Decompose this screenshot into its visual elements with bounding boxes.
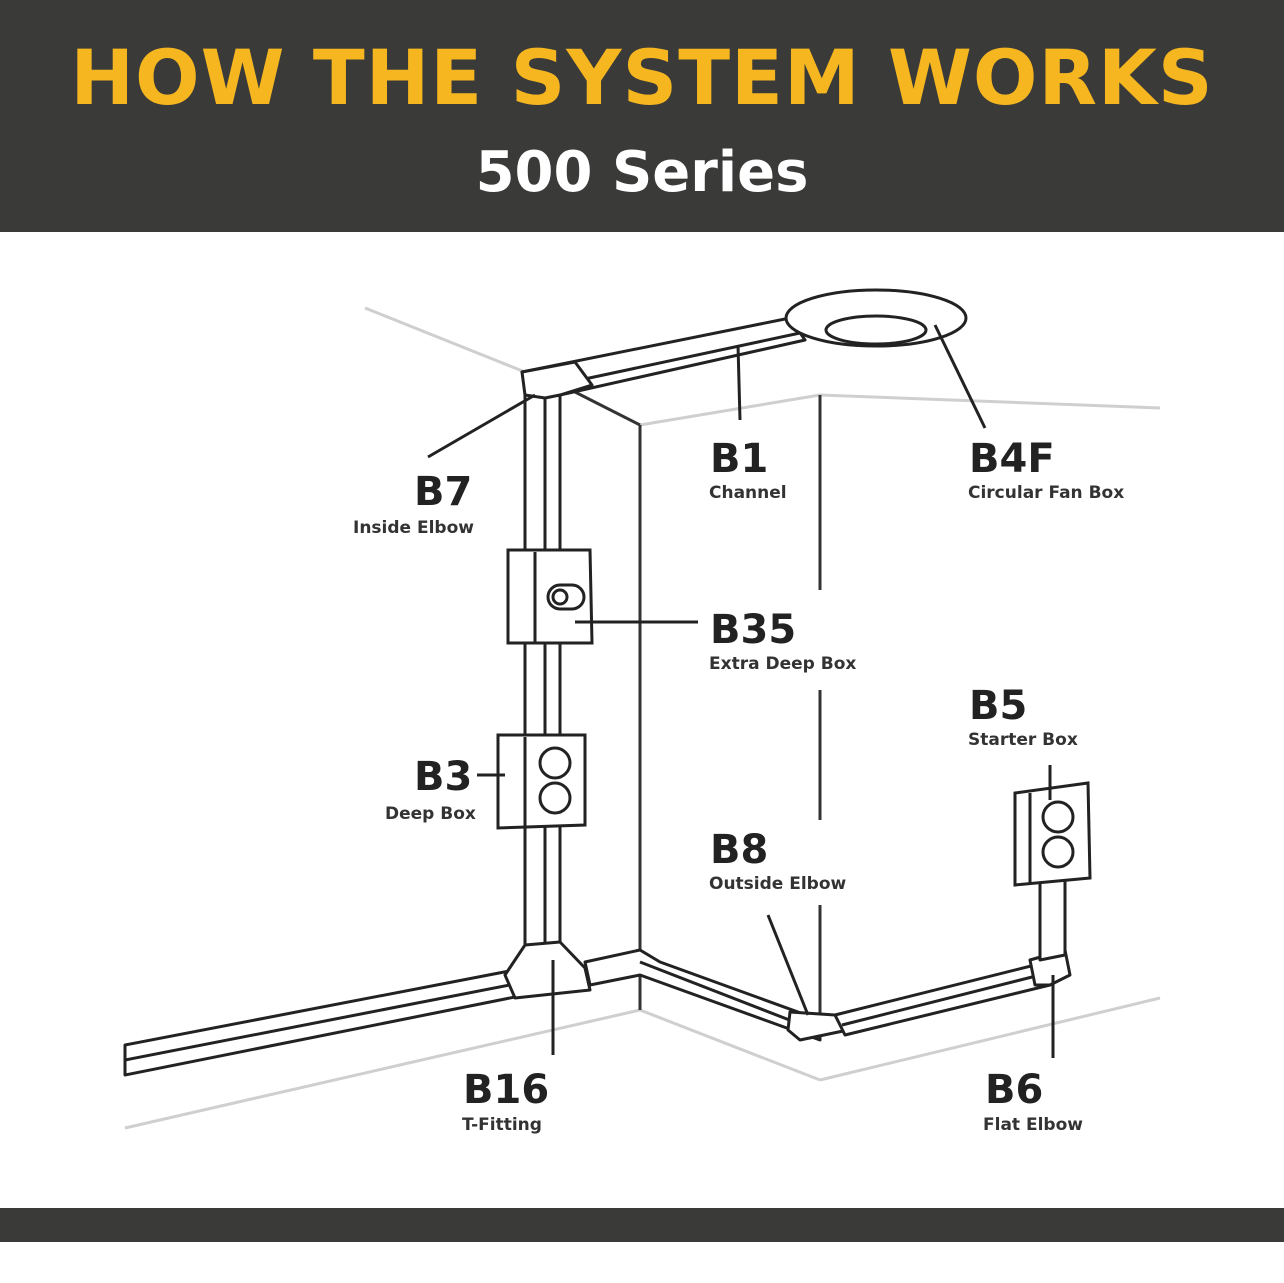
leader-b1 <box>736 344 742 421</box>
label-b35-code: B35 <box>710 607 796 653</box>
t-fitting <box>503 940 592 1000</box>
label-b1: B1 Channel <box>709 436 787 503</box>
label-b1-code: B1 <box>710 436 768 482</box>
leader-b8 <box>766 914 810 1016</box>
label-b6: B6 Flat Elbow <box>983 1067 1083 1135</box>
footer-bar <box>0 1208 1284 1242</box>
label-b35-name: Extra Deep Box <box>709 654 856 674</box>
raceway-channels <box>123 316 1072 1077</box>
label-b7-name: Inside Elbow <box>353 518 474 538</box>
label-b3: B3 Deep Box <box>385 754 476 824</box>
page-subtitle: 500 Series <box>475 140 809 205</box>
label-b5: B5 Starter Box <box>968 683 1078 750</box>
system-diagram: B7 Inside Elbow B1 Channel B4F Circular … <box>123 288 1161 1135</box>
channel-to-corner <box>583 948 822 1042</box>
label-b3-name: Deep Box <box>385 804 476 824</box>
label-b7-code: B7 <box>414 469 472 515</box>
label-b5-name: Starter Box <box>968 730 1078 750</box>
label-b4f-name: Circular Fan Box <box>968 483 1124 503</box>
label-b16: B16 T-Fitting <box>462 1067 549 1135</box>
inside-elbow <box>520 360 594 400</box>
outside-elbow <box>786 1010 850 1042</box>
extra-deep-box <box>506 548 594 645</box>
header-banner: HOW THE SYSTEM WORKS 500 Series <box>0 0 1284 232</box>
label-b4f-code: B4F <box>969 436 1055 482</box>
circular-fan-box <box>784 288 968 348</box>
page-title: HOW THE SYSTEM WORKS <box>70 33 1214 122</box>
label-b35: B35 Extra Deep Box <box>709 607 856 674</box>
label-b16-name: T-Fitting <box>462 1115 542 1135</box>
leader-b4f <box>933 324 987 429</box>
label-b8: B8 Outside Elbow <box>709 827 847 894</box>
label-b16-code: B16 <box>463 1067 549 1113</box>
wall-corner-lines <box>574 390 822 1015</box>
label-b6-name: Flat Elbow <box>983 1115 1083 1135</box>
riser-channel <box>1038 878 1067 962</box>
deep-box <box>496 733 587 830</box>
vertical-channel <box>523 378 562 947</box>
leader-lines <box>427 324 1055 1058</box>
label-b8-name: Outside Elbow <box>709 874 847 894</box>
label-b8-code: B8 <box>710 827 768 873</box>
label-b4f: B4F Circular Fan Box <box>968 436 1124 503</box>
starter-box <box>1013 781 1092 887</box>
label-b7: B7 Inside Elbow <box>353 469 474 538</box>
label-b1-name: Channel <box>709 483 787 503</box>
label-b3-code: B3 <box>414 754 472 800</box>
label-b6-code: B6 <box>985 1067 1043 1113</box>
label-b5-code: B5 <box>969 683 1027 729</box>
leader-b7 <box>427 393 536 459</box>
